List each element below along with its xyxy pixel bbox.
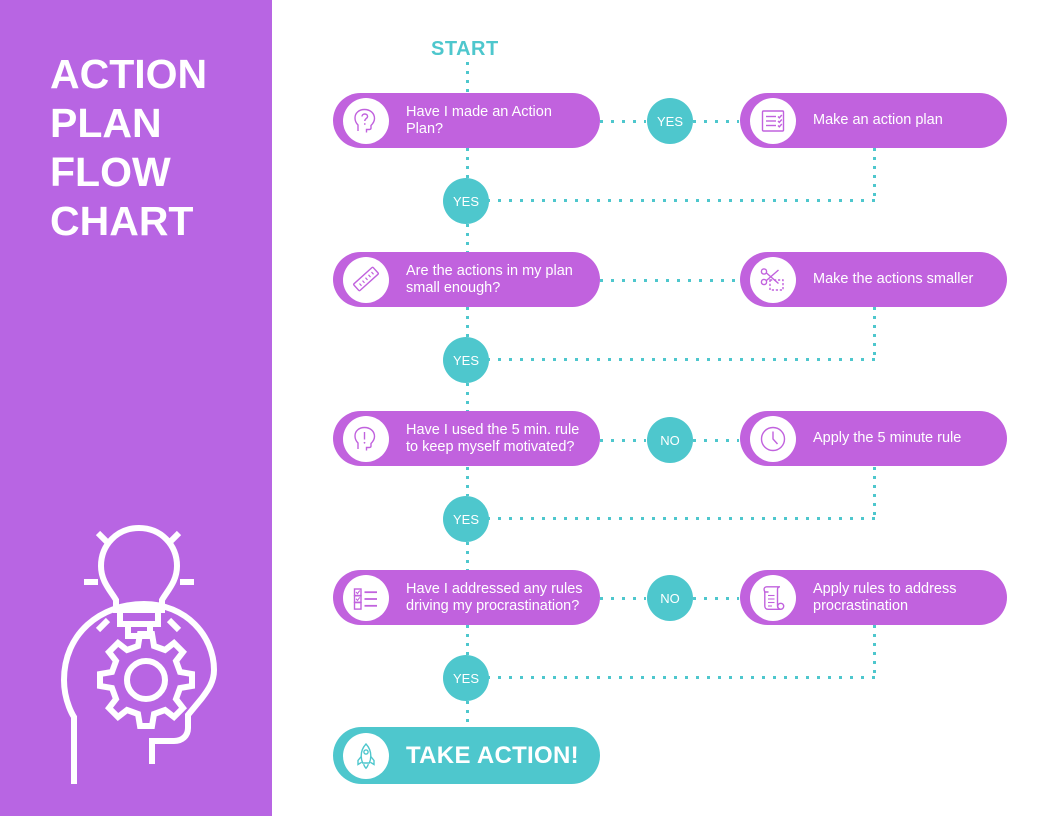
flow-card-question-1[interactable]: Have I made an Action Plan? xyxy=(333,93,600,148)
clock-icon xyxy=(750,415,796,462)
connector-row3-down xyxy=(466,467,469,496)
flow-card-question-4-label: Have I addressed any rules driving my pr… xyxy=(406,580,583,614)
decision-circle-4-label: NO xyxy=(660,590,680,606)
down-circle-3-label: YES xyxy=(452,511,479,527)
connector-row3-yes-to-row4 xyxy=(466,542,469,570)
connector-row3-to-no xyxy=(600,439,646,442)
flow-card-answer-4-label: Apply rules to address procrastination xyxy=(813,580,957,614)
sidebar: ACTION PLAN FLOW CHART xyxy=(0,0,272,816)
connector-row4-answer-down xyxy=(873,625,876,677)
decision-circle-3-label: NO xyxy=(660,432,680,448)
decision-circle-1-label: YES xyxy=(656,113,683,129)
connector-row1-answer-down xyxy=(873,148,876,201)
scroll-document-icon xyxy=(750,574,796,621)
scissors-cut-icon xyxy=(750,256,796,303)
connector-no-to-row4-answer xyxy=(693,597,739,600)
down-circle-3[interactable]: YES xyxy=(443,496,489,542)
flow-card-answer-2[interactable]: Make the actions smaller xyxy=(740,252,1007,307)
flow-card-question-1-label: Have I made an Action Plan? xyxy=(406,103,552,137)
flow-card-answer-2-label: Make the actions smaller xyxy=(813,271,974,287)
flow-card-question-3-label: Have I used the 5 min. rule to keep myse… xyxy=(406,421,580,455)
head-exclamation-icon xyxy=(343,415,389,462)
connector-row4-to-no xyxy=(600,597,646,600)
connector-row1-down xyxy=(466,148,469,178)
flowchart-canvas: START Have xyxy=(272,0,1056,816)
connector-row1-yes-to-row2 xyxy=(466,224,469,252)
down-circle-1[interactable]: YES xyxy=(443,178,489,224)
flow-card-take-action[interactable]: TAKE ACTION! xyxy=(333,727,600,784)
rocket-icon xyxy=(343,732,389,779)
down-circle-2[interactable]: YES xyxy=(443,337,489,383)
flow-card-question-3[interactable]: Have I used the 5 min. rule to keep myse… xyxy=(333,411,600,466)
start-label: START xyxy=(431,38,499,60)
connector-row1-return xyxy=(487,199,875,202)
decision-circle-3[interactable]: NO xyxy=(647,417,693,463)
flow-card-question-2-label: Are the actions in my plan small enough? xyxy=(406,262,573,296)
head-question-mark-icon xyxy=(343,97,389,144)
down-circle-1-label: YES xyxy=(452,193,479,209)
connector-row2-answer-down xyxy=(873,307,876,359)
connector-row3-return xyxy=(487,517,875,520)
flow-card-answer-4[interactable]: Apply rules to address procrastination xyxy=(740,570,1007,625)
connector-row2-return xyxy=(487,358,875,361)
ruler-icon xyxy=(343,256,389,303)
connector-row1-to-yes xyxy=(600,120,646,123)
down-circle-2-label: YES xyxy=(452,352,479,368)
connector-row4-down xyxy=(466,625,469,655)
lightbulb-head-gear-illustration xyxy=(44,512,234,792)
checkbox-list-icon xyxy=(343,574,389,621)
flow-card-question-2[interactable]: Are the actions in my plan small enough? xyxy=(333,252,600,307)
flow-card-answer-1-label: Make an action plan xyxy=(813,112,943,128)
flow-card-question-4[interactable]: Have I addressed any rules driving my pr… xyxy=(333,570,600,625)
connector-row4-return xyxy=(487,676,875,679)
page-title: ACTION PLAN FLOW CHART xyxy=(50,51,208,244)
flow-card-answer-3-label: Apply the 5 minute rule xyxy=(813,430,962,446)
flow-card-answer-1[interactable]: Make an action plan xyxy=(740,93,1007,148)
down-circle-4-label: YES xyxy=(452,670,479,686)
decision-circle-1[interactable]: YES xyxy=(647,98,693,144)
flow-card-answer-3[interactable]: Apply the 5 minute rule xyxy=(740,411,1007,466)
connector-no-to-row3-answer xyxy=(693,439,739,442)
connector-row2-down xyxy=(466,307,469,337)
checklist-document-icon xyxy=(750,97,796,144)
connector-start-to-row1 xyxy=(466,62,469,94)
connector-row3-answer-down xyxy=(873,467,876,518)
connector-row2-to-answer xyxy=(600,279,740,282)
flow-card-take-action-label: TAKE ACTION! xyxy=(406,741,579,769)
down-circle-4[interactable]: YES xyxy=(443,655,489,701)
connector-yes-to-take-action xyxy=(466,701,469,727)
connector-yes-to-row1-answer xyxy=(693,120,739,123)
connector-row2-yes-to-row3 xyxy=(466,383,469,411)
decision-circle-4[interactable]: NO xyxy=(647,575,693,621)
